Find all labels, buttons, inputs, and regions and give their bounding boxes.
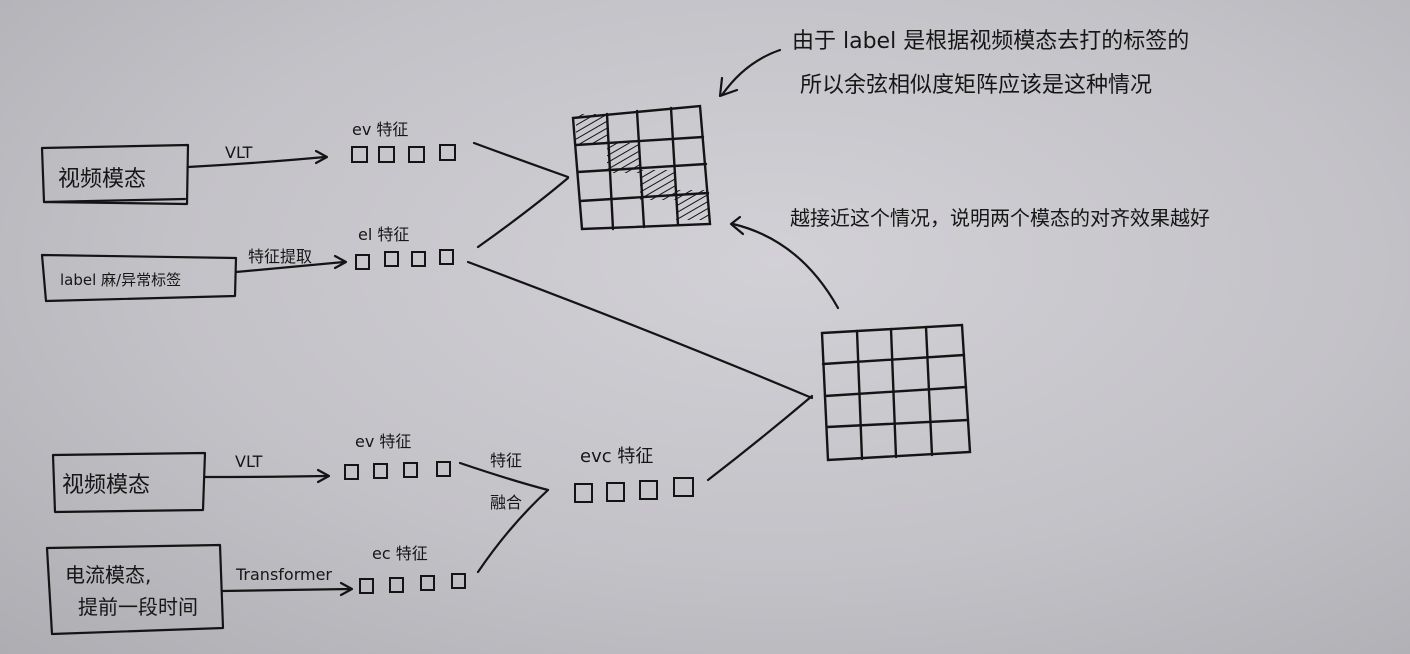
bottom-video-modality-label: 视频模态 — [62, 473, 150, 498]
top-video-arrow — [186, 155, 327, 169]
current-modality-line1: 电流模态, — [65, 563, 151, 587]
ec-to-fusion-line — [476, 488, 550, 574]
el-to-matrix-line — [476, 176, 570, 249]
ec-feature-squares — [359, 573, 466, 594]
el-to-alignment-matrix-line — [466, 260, 814, 400]
top-note-line2: 所以余弦相似度矩阵应该是这种情况 — [800, 73, 1152, 98]
top-note-line1: 由于 label 是根据视频模态去打的标签的 — [792, 29, 1189, 54]
evc-feature-squares — [574, 477, 694, 503]
top-ev-feature-squares — [351, 144, 456, 163]
label-arrow — [234, 260, 346, 274]
ec-feature-label: ec 特征 — [372, 544, 428, 563]
ev-to-fusion-line — [458, 461, 550, 492]
label-box — [40, 253, 238, 303]
similarity-matrix — [571, 104, 712, 231]
alignment-matrix — [820, 323, 972, 462]
bottom-video-arrow-label: VLT — [235, 452, 263, 471]
mid-note: 越接近这个情况，说明两个模态的对齐效果越好 — [790, 206, 1210, 230]
hatched-cell-1 — [576, 114, 607, 144]
top-note-arrow — [720, 48, 782, 97]
mid-note-arrow — [731, 222, 840, 310]
bottom-ev-feature-squares — [344, 461, 451, 480]
top-video-modality-box — [40, 143, 190, 206]
el-feature-squares — [355, 249, 454, 270]
fusion-label-top: 特征 — [490, 451, 522, 470]
top-ev-feature-label: ev 特征 — [352, 120, 408, 139]
current-arrow — [220, 587, 352, 593]
el-feature-label: el 特征 — [358, 225, 409, 244]
evc-to-alignment-matrix-line — [706, 394, 814, 482]
label-arrow-text: 特征提取 — [248, 247, 312, 266]
ev-to-matrix-line — [472, 141, 570, 179]
evc-feature-label: evc 特征 — [580, 446, 653, 467]
bottom-ev-feature-label: ev 特征 — [355, 432, 411, 451]
current-modality-line2: 提前一段时间 — [78, 595, 198, 619]
current-arrow-label: Transformer — [235, 565, 332, 584]
top-video-modality-label: 视频模态 — [58, 167, 146, 192]
label-box-text: label 麻/异常标签 — [60, 271, 181, 289]
current-modality-box — [45, 543, 225, 636]
top-video-arrow-label: VLT — [225, 143, 253, 162]
fusion-label-bottom: 融合 — [490, 493, 522, 512]
bottom-video-arrow — [203, 474, 329, 479]
bottom-video-modality-box — [51, 451, 207, 514]
